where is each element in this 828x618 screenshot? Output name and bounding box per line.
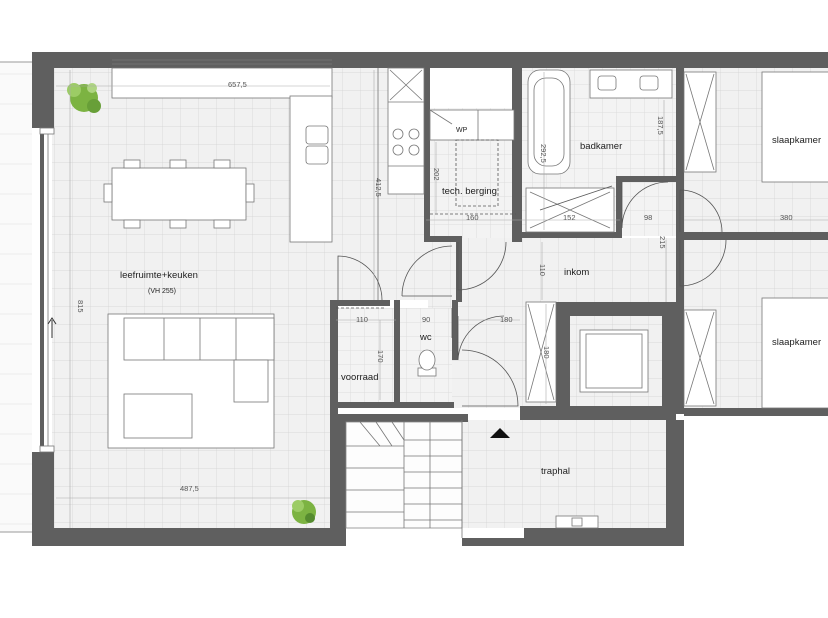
dim-living-bottom: 487,5 — [180, 484, 199, 493]
dim-pantry-width: 110 — [356, 315, 368, 324]
room-label-storage: tech. berging — [442, 186, 497, 197]
room-label-wp: WP — [456, 127, 468, 134]
dim-wc-width: 90 — [422, 315, 430, 324]
dim-storage-width: 160 — [466, 213, 479, 222]
dim-bedroom-width: 380 — [780, 213, 793, 222]
doors — [336, 181, 727, 407]
walls — [32, 52, 828, 546]
room-label-pantry: voorraad — [341, 372, 379, 383]
windows — [39, 59, 332, 453]
arrow-up-icon — [47, 317, 57, 338]
bathroom-fixtures — [525, 69, 673, 233]
room-label-wc: wc — [419, 332, 432, 343]
room-label-living-sub: (VH 255) — [148, 288, 176, 295]
room-label-living: leefruimte+keuken — [120, 270, 198, 281]
dim-elevator-depth: 180 — [542, 346, 551, 359]
room-label-hall: inkom — [564, 267, 589, 278]
room-label-stairwell: traphal — [541, 466, 570, 477]
dim-corridor-height: 215 — [658, 236, 667, 249]
dim-vanity-height: 187,5 — [656, 116, 665, 135]
dim-hall-width: 180 — [500, 315, 513, 324]
balcony — [0, 61, 32, 533]
elevator — [579, 329, 649, 393]
dim-bath-height: 292,5 — [539, 144, 548, 163]
plant-icon — [67, 83, 101, 113]
radiator-icon — [555, 515, 599, 529]
staircase — [345, 420, 510, 538]
dining-table — [103, 159, 255, 229]
kitchen — [111, 67, 425, 300]
technical-storage — [429, 109, 515, 207]
dim-small-door: 98 — [644, 213, 652, 222]
dim-living-height: 815 — [76, 300, 85, 313]
dim-hall-height: 110 — [538, 264, 547, 276]
room-label-bedroom-2: slaapkamer — [772, 337, 821, 348]
toilet — [417, 349, 437, 377]
room-label-bedroom-1: slaapkamer — [772, 135, 821, 146]
beds — [761, 71, 828, 409]
dim-bath-width: 152 — [563, 213, 576, 222]
closets — [525, 71, 717, 407]
plant-icon-2 — [292, 500, 316, 524]
dimension-lines — [56, 70, 828, 528]
dim-kitchen-height: 412,5 — [374, 178, 383, 197]
room-label-bathroom: badkamer — [580, 141, 622, 152]
dim-pantry-height: 170 — [376, 350, 385, 363]
sofa — [107, 313, 275, 449]
dim-storage-height: 202 — [432, 168, 441, 181]
dim-living-top: 657,5 — [228, 80, 247, 89]
